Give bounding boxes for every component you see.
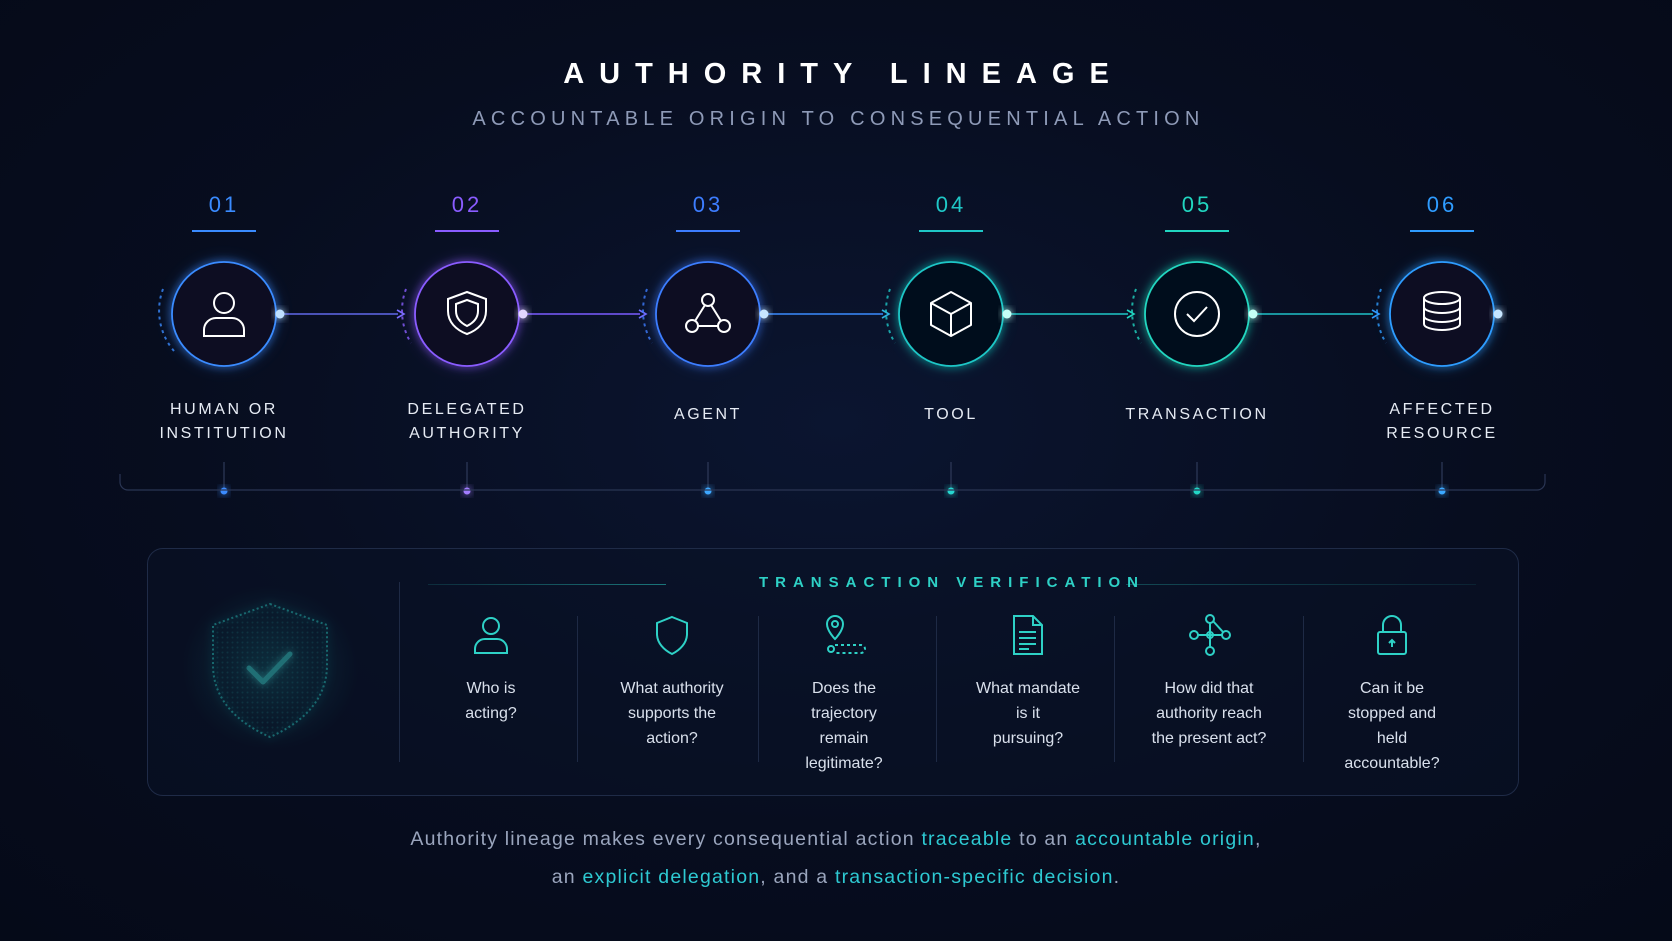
question-authority-reach: How did that authority reach the present… — [1151, 680, 1267, 747]
header-line-right — [1126, 584, 1476, 585]
question-mandate: What mandate is it pursuing? — [975, 680, 1081, 747]
timeline-baseline — [119, 474, 1546, 491]
question-who-acting: Who is acting? — [465, 680, 517, 722]
page-subtitle: ACCOUNTABLE ORIGIN TO CONSEQUENTIAL ACTI… — [472, 108, 1205, 130]
footer-text: , — [1254, 828, 1262, 850]
connector-4-5 — [1002, 309, 1136, 319]
question-divider — [1303, 616, 1304, 762]
verification-title: TRANSACTION VERIFICATION — [758, 574, 1146, 591]
step-6-label: AFFECTED RESOURCE — [1386, 401, 1498, 442]
footer-text: an — [551, 866, 583, 888]
question-divider — [936, 616, 937, 762]
step-2-label: DELEGATED AUTHORITY — [407, 401, 527, 442]
branching-nodes-icon — [1189, 614, 1231, 656]
footer-highlight-decision: transaction-specific decision — [834, 866, 1114, 888]
network-nodes-icon — [685, 293, 731, 333]
footer-text: , and a — [760, 866, 835, 888]
verification-panel — [147, 548, 1519, 796]
verification-header: TRANSACTION VERIFICATION — [428, 574, 1476, 596]
footer-line-2: an explicit delegation, and a transactio… — [0, 866, 1672, 889]
connector-5-6 — [1248, 309, 1381, 319]
padlock-icon — [1377, 615, 1407, 655]
question-divider — [577, 616, 578, 762]
step-4-label: TOOL — [924, 406, 978, 423]
footer-highlight-delegation: explicit delegation — [582, 866, 761, 888]
shield-icon — [447, 290, 487, 336]
connector-1-2 — [275, 309, 406, 319]
person-icon — [474, 617, 508, 654]
footer-line-1: Authority lineage makes every consequent… — [0, 828, 1672, 851]
footer-text: Authority lineage makes every consequent… — [410, 828, 922, 850]
document-icon — [1013, 615, 1043, 655]
step-2-node — [401, 230, 521, 495]
question-authority-support: What authority supports the action? — [620, 680, 724, 747]
step-1-label: HUMAN OR INSTITUTION — [159, 401, 289, 442]
question-trajectory: Does the trajectory remain legitimate? — [805, 680, 883, 772]
location-path-icon — [825, 614, 866, 654]
step-4-node — [885, 230, 1005, 495]
footer-text: to an — [1012, 828, 1076, 850]
step-3-label: AGENT — [673, 406, 743, 423]
step-5-number: 05 — [1181, 192, 1213, 217]
shield-icon — [656, 615, 688, 656]
connector-3-4 — [759, 309, 891, 319]
step-5-label: TRANSACTION — [1125, 406, 1269, 423]
step-5-node — [1131, 230, 1251, 495]
footer-text: . — [1113, 866, 1121, 888]
question-divider — [758, 616, 759, 762]
page-title: AUTHORITY LINEAGE — [563, 58, 1124, 90]
step-1-number: 01 — [208, 192, 240, 217]
footer-highlight-origin: accountable origin — [1075, 828, 1255, 850]
step-3-number: 03 — [692, 192, 724, 217]
connector-2-3 — [518, 309, 648, 319]
cube-icon — [930, 291, 972, 337]
step-4-number: 04 — [935, 192, 967, 217]
step-1-node — [158, 230, 278, 495]
step-3-node — [642, 230, 762, 495]
step-6-node — [1376, 230, 1503, 495]
panel-divider — [399, 582, 400, 762]
header-line-left — [428, 584, 666, 585]
question-stopped-accountable: Can it be stopped and held accountable? — [1344, 680, 1440, 772]
step-2-number: 02 — [451, 192, 483, 217]
footer-highlight-traceable: traceable — [921, 828, 1013, 850]
database-icon — [1423, 291, 1461, 332]
step-6-number: 06 — [1426, 192, 1458, 217]
check-circle-icon — [1174, 291, 1220, 337]
question-divider — [1114, 616, 1115, 762]
person-icon — [203, 292, 245, 337]
